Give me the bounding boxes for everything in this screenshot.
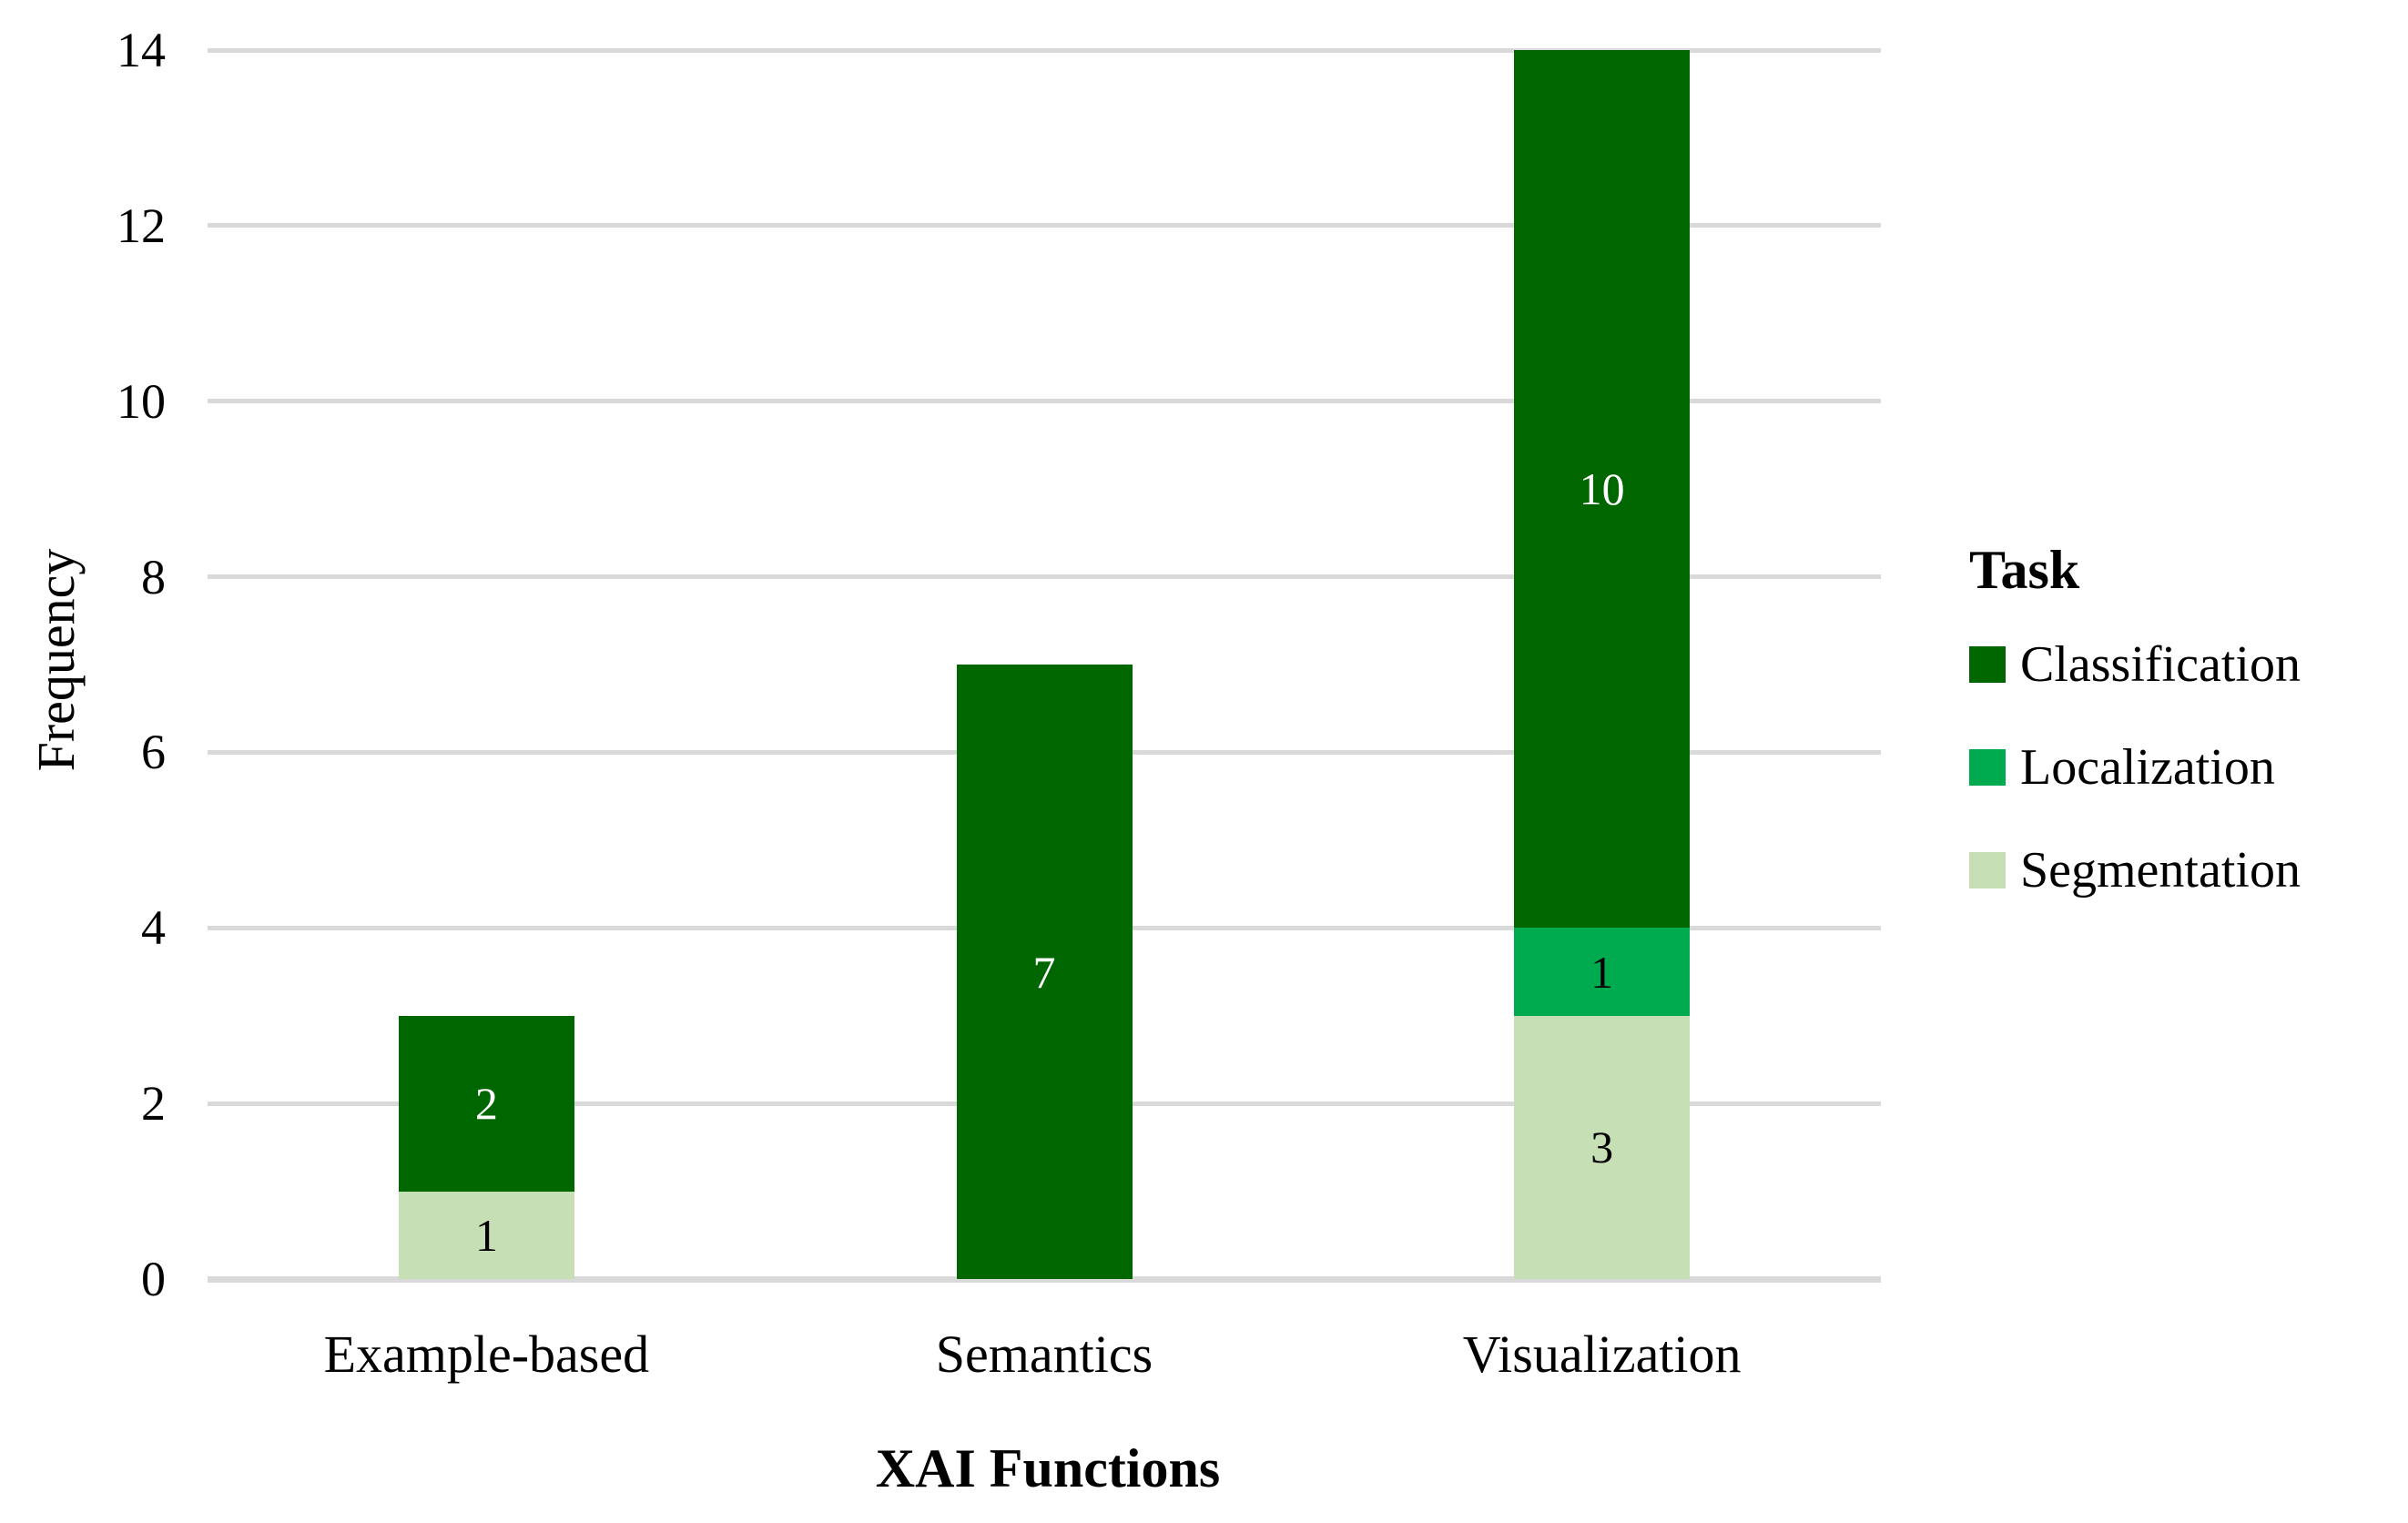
bar-value-label: 7	[1032, 946, 1056, 998]
bar-value-label: 3	[1590, 1122, 1614, 1173]
bar-value-label: 10	[1579, 463, 1625, 515]
gridline-y-8	[208, 574, 1881, 580]
bar-value-label: 1	[1590, 946, 1614, 998]
legend-swatch	[1969, 852, 2006, 888]
legend-label: Classification	[2020, 636, 2301, 693]
legend-label: Localization	[2020, 739, 2275, 796]
x-axis-title: XAI Functions	[875, 1438, 1221, 1498]
x-category-label: Semantics	[935, 1325, 1153, 1384]
bar-value-label: 2	[474, 1078, 498, 1130]
x-category-label: Example-based	[323, 1325, 650, 1384]
gridline-y-10	[208, 399, 1881, 404]
legend-label: Segmentation	[2020, 842, 2301, 899]
gridline-y-12	[208, 223, 1881, 228]
y-tick-label: 14	[117, 23, 166, 77]
bar-segment-classification-1: 7	[956, 665, 1133, 1279]
y-tick-label: 8	[141, 549, 166, 604]
y-tick-label: 12	[117, 198, 166, 253]
y-tick-label: 4	[141, 900, 166, 956]
bar-segment-localization-2: 1	[1514, 928, 1691, 1016]
bar-segment-classification-2: 10	[1514, 50, 1691, 929]
plot-area: 1 2 7 3 1 10	[208, 47, 1881, 1283]
gridline-y-0	[208, 1275, 1881, 1283]
y-tick-label: 6	[141, 725, 166, 780]
bar-segment-classification-0: 2	[398, 1015, 574, 1192]
y-axis-title: Frequency	[26, 548, 86, 772]
gridline-y-14	[208, 47, 1881, 53]
legend-swatch	[1969, 749, 2006, 786]
legend-item-segmentation: Segmentation	[1969, 845, 2301, 896]
y-tick-label: 10	[117, 373, 166, 429]
bar-value-label: 1	[474, 1209, 498, 1261]
legend: Task Classification Localization Segment…	[1969, 539, 2301, 948]
legend-item-localization: Localization	[1969, 742, 2301, 793]
bar-segment-segmentation-0: 1	[398, 1191, 574, 1279]
y-tick-label: 2	[141, 1076, 166, 1132]
y-tick-label: 0	[141, 1252, 166, 1306]
x-category-label: Visualization	[1462, 1325, 1742, 1384]
legend-item-classification: Classification	[1969, 639, 2301, 690]
bar-segment-segmentation-2: 3	[1514, 1015, 1691, 1279]
legend-swatch	[1969, 646, 2006, 683]
legend-title: Task	[1969, 540, 2080, 600]
